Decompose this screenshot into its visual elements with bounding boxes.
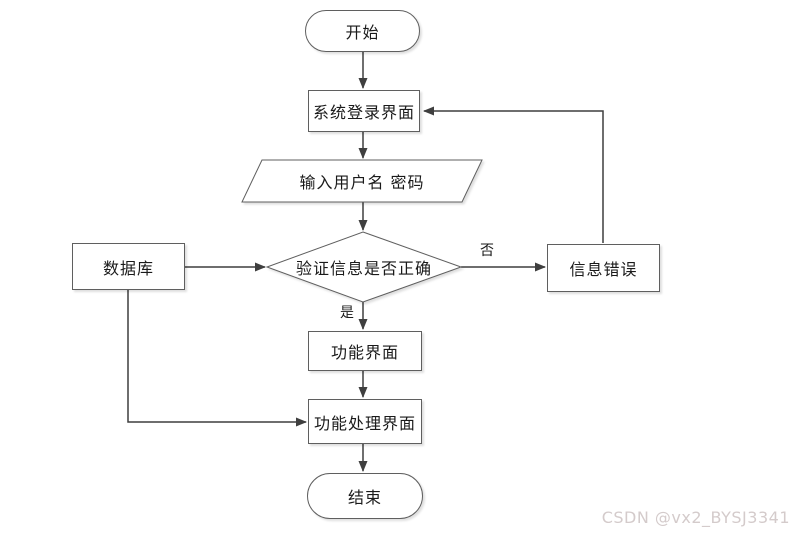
decision-diamond-shape: [265, 231, 463, 303]
node-info-error: 信息错误: [547, 244, 660, 292]
node-function-screen: 功能界面: [308, 331, 422, 371]
node-end: 结束: [307, 473, 423, 519]
node-start-label: 开始: [345, 23, 380, 42]
edge-label-no: 否: [480, 243, 494, 259]
node-end-label: 结束: [347, 488, 382, 507]
node-database-label: 数据库: [102, 258, 154, 278]
node-function-screen-label: 功能界面: [330, 343, 399, 362]
node-info-error-label: 信息错误: [569, 260, 638, 279]
input-parallelogram-shape: [241, 159, 483, 203]
node-login-screen: 系统登录界面: [308, 90, 420, 132]
csdn-watermark: CSDN @vx2_BYSJ3341: [601, 508, 790, 527]
node-start: 开始: [305, 10, 420, 52]
node-function-process-screen: 功能处理界面: [308, 399, 422, 444]
node-function-process-screen-label: 功能处理界面: [313, 413, 416, 433]
arrow-database-to-process: [127, 290, 307, 427]
node-database: 数据库: [72, 243, 185, 290]
node-login-screen-label: 系统登录界面: [312, 103, 415, 122]
arrow-error-to-login: [423, 106, 604, 243]
edge-label-yes: 是: [340, 305, 354, 321]
